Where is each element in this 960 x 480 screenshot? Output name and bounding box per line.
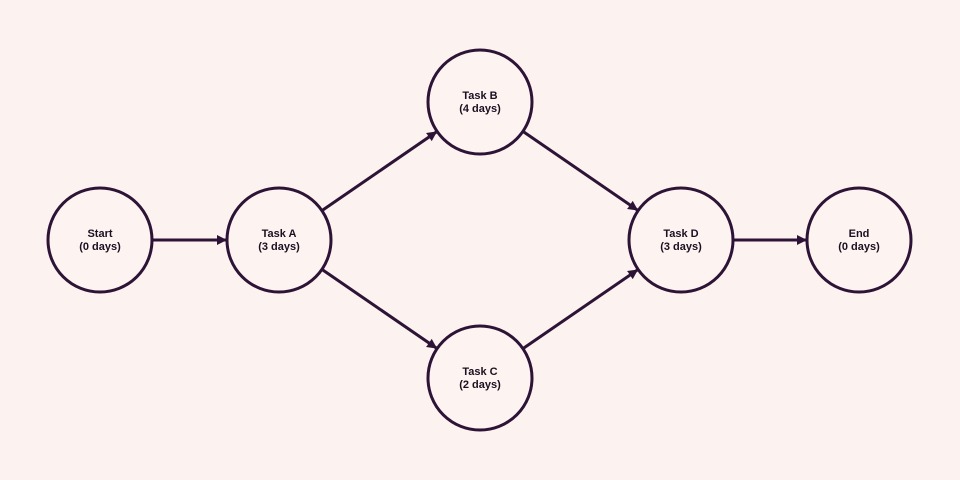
node-start: Start(0 days): [46, 186, 154, 294]
edge-task-a-to-task-b: [321, 130, 438, 212]
node-circle: [426, 48, 534, 156]
node-name-label: Task C: [462, 366, 497, 378]
node-task-b: Task B(4 days): [426, 48, 534, 156]
node-end: End(0 days): [805, 186, 913, 294]
node-circle: [225, 186, 333, 294]
node-duration-label: (2 days): [459, 379, 501, 391]
edge-task-b-to-task-d: [522, 130, 639, 212]
nodes-layer: Start(0 days)Task A(3 days)Task B(4 days…: [46, 48, 913, 432]
node-duration-label: (4 days): [459, 103, 501, 115]
node-circle: [426, 324, 534, 432]
edges-layer: [152, 130, 807, 350]
node-task-a: Task A(3 days): [225, 186, 333, 294]
node-name-label: Task D: [663, 228, 698, 240]
edge-task-c-to-task-d: [522, 268, 639, 350]
node-circle: [46, 186, 154, 294]
node-duration-label: (3 days): [660, 241, 702, 253]
node-duration-label: (0 days): [79, 241, 121, 253]
node-name-label: End: [849, 228, 870, 240]
node-name-label: Task B: [462, 90, 497, 102]
node-circle: [627, 186, 735, 294]
node-circle: [805, 186, 913, 294]
node-duration-label: (0 days): [838, 241, 880, 253]
node-name-label: Start: [87, 228, 112, 240]
node-task-c: Task C(2 days): [426, 324, 534, 432]
node-name-label: Task A: [262, 228, 297, 240]
edge-task-a-to-task-c: [321, 268, 438, 350]
node-task-d: Task D(3 days): [627, 186, 735, 294]
node-duration-label: (3 days): [258, 241, 300, 253]
